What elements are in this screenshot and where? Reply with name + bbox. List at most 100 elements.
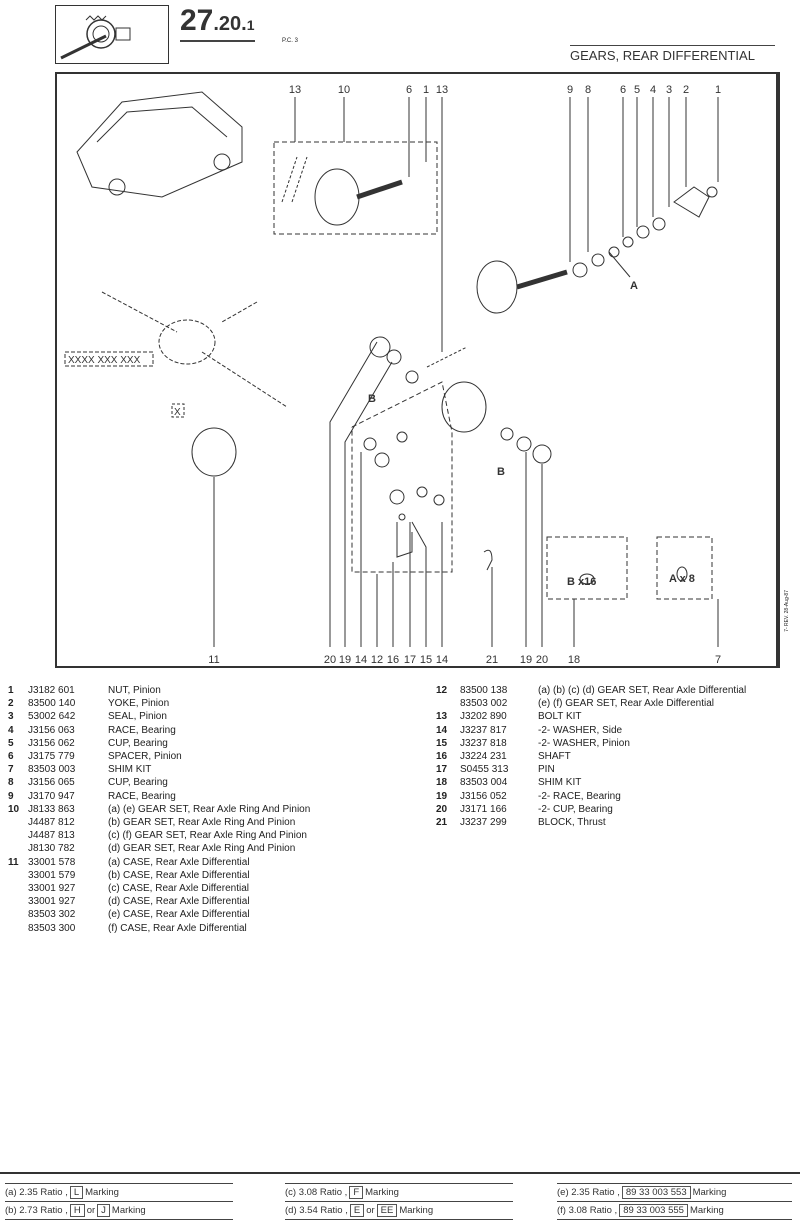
section-page: 1 <box>246 17 255 33</box>
item-number: 11 <box>8 856 19 868</box>
item-number: 3 <box>8 711 14 723</box>
parts-row: 83503 300 (f) CASE, Rear Axle Differentia… <box>0 922 310 935</box>
callout: 1 <box>423 84 429 96</box>
bottom-callouts: 11 20 19 14 12 16 17 15 14 21 19 20 18 7 <box>208 654 721 666</box>
item-number: 12 <box>436 685 448 696</box>
parts-row: 83503 302(e) CASE, Rear Axle Differentia… <box>0 908 310 921</box>
part-description: BOLT KIT <box>538 711 582 723</box>
part-description: (d) CASE, Rear Axle Differential <box>108 896 250 908</box>
callout: 9 <box>567 84 573 96</box>
item-number: 14 <box>436 724 448 736</box>
part-description: PIN <box>538 764 555 776</box>
part-number: J4487 813 <box>28 830 75 842</box>
item-number <box>0 842 28 855</box>
item-number: 10 <box>8 803 20 815</box>
section-sub: .20. <box>213 13 247 35</box>
part-number: J3237 818 <box>460 737 507 749</box>
differential-thumbnail-illustration <box>55 5 169 64</box>
part-number: J3237 299 <box>460 817 507 829</box>
item-number: 8 <box>8 777 14 789</box>
parts-row: 83503 002(e) (f) GEAR SET, Rear Axle Dif… <box>428 697 746 710</box>
item-number: 9 <box>8 790 14 802</box>
item-number: 20 <box>436 803 448 815</box>
item-number: 15 <box>436 737 448 749</box>
callout: 11 <box>208 654 219 666</box>
callout: 13 <box>289 84 301 96</box>
callout: 1 <box>715 84 721 96</box>
footer-rule <box>0 1172 800 1174</box>
label-a: A <box>630 280 638 292</box>
part-number: J3175 779 <box>28 751 75 763</box>
callout: 19 <box>520 654 532 666</box>
item-number: 13 <box>436 711 448 723</box>
part-number: J8133 863 <box>28 803 75 815</box>
part-number: J3156 062 <box>28 737 75 749</box>
label-ax8: A x 8 <box>669 573 695 585</box>
part-description: BLOCK, Thrust <box>538 817 606 829</box>
callout: 19 <box>339 654 351 666</box>
part-description: NUT, Pinion <box>108 685 161 696</box>
marking-x-label: X <box>174 407 181 418</box>
item-number <box>0 882 28 895</box>
callout: 16 <box>387 654 399 666</box>
part-number: J4487 812 <box>28 817 75 829</box>
parts-row: J8130 782(d) GEAR SET, Rear Axle Ring An… <box>0 842 310 855</box>
callout: 4 <box>650 84 656 96</box>
part-number: 83503 003 <box>28 764 76 776</box>
part-description: -2- CUP, Bearing <box>538 803 613 815</box>
item-number: 4 <box>8 724 14 736</box>
callout: 13 <box>436 84 448 96</box>
callout: 7 <box>715 654 721 666</box>
part-number: J8130 782 <box>28 843 75 855</box>
label-b: B <box>497 466 505 478</box>
part-number: J3224 231 <box>460 751 507 763</box>
part-description: RACE, Bearing <box>108 790 176 802</box>
parts-row: 9 J3170 947 RACE, Bearing <box>0 790 310 803</box>
item-number: 17 <box>436 764 448 776</box>
item-number: 7 <box>8 764 14 776</box>
part-description: (f) CASE, Rear Axle Differential <box>108 922 247 934</box>
item-number <box>0 922 28 935</box>
exploded-diagram: 13 10 6 1 13 9 8 6 5 4 3 2 1 <box>55 72 780 668</box>
parts-row: J4487 813(c) (f) GEAR SET, Rear Axle Rin… <box>0 829 310 842</box>
part-number: J3171 166 <box>460 803 507 815</box>
item-number: 6 <box>8 751 14 763</box>
item-number: 19 <box>436 790 448 802</box>
parts-row: 4 J3156 063 RACE, Bearing <box>0 724 310 737</box>
part-number: 83503 002 <box>460 698 508 710</box>
callout: 6 <box>620 84 626 96</box>
callout: 2 <box>683 84 689 96</box>
part-description: -2- WASHER, Side <box>538 724 623 736</box>
parts-row: 33001 927(c) CASE, Rear Axle Differentia… <box>0 882 310 895</box>
part-number: J3156 063 <box>28 724 75 736</box>
part-description: YOKE, Pinion <box>108 698 170 710</box>
part-description: SHAFT <box>538 751 571 763</box>
part-description: SPACER, Pinion <box>108 751 182 763</box>
item-number <box>428 697 460 710</box>
part-number: 33001 927 <box>28 896 76 908</box>
pc-label: P.C. 3 <box>282 38 298 44</box>
callout: 6 <box>406 84 412 96</box>
diagram-labels: A B B B x16 A x 8 <box>368 280 695 588</box>
callout: 21 <box>486 654 498 666</box>
part-number: J3170 947 <box>28 790 75 802</box>
item-number: 2 <box>8 698 14 710</box>
parts-row: 33001 927 (d) CASE, Rear Axle Differentia… <box>0 895 310 908</box>
part-number: 83503 300 <box>28 922 76 934</box>
part-description: SEAL, Pinion <box>108 711 167 723</box>
part-description: RACE, Bearing <box>108 724 176 736</box>
